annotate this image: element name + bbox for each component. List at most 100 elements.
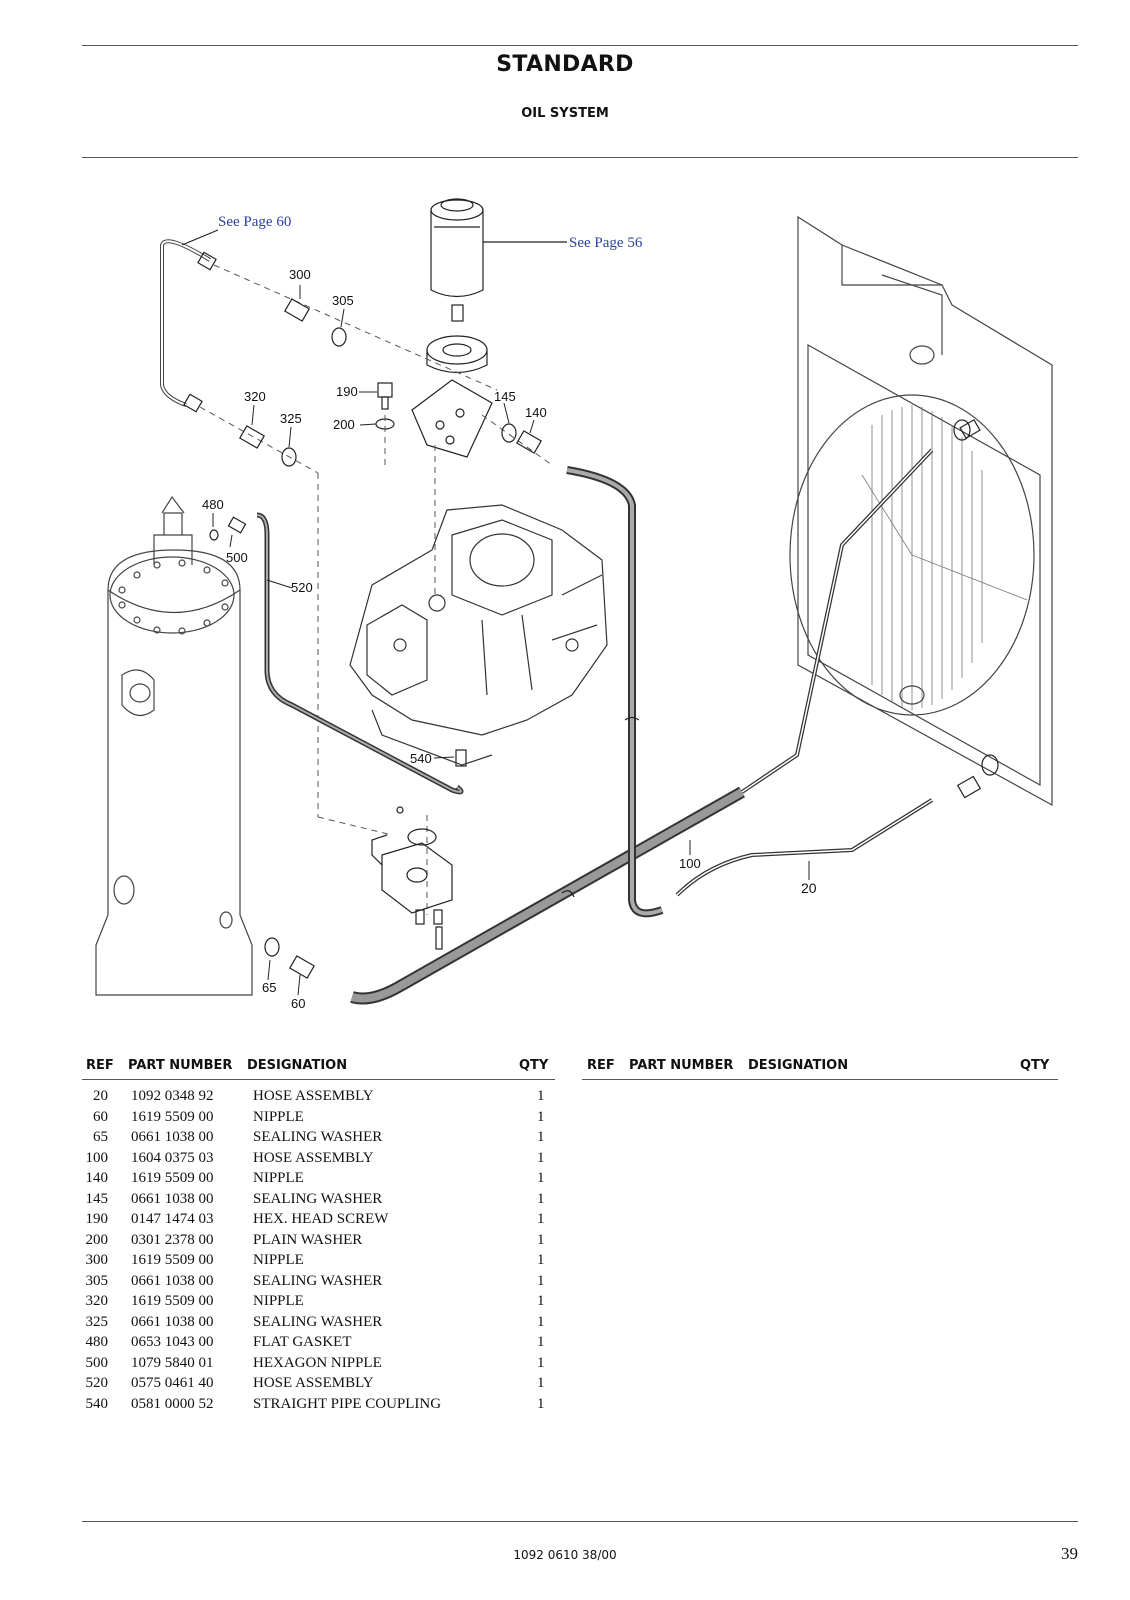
part-number-cell: 0653 1043 00 bbox=[131, 1334, 214, 1350]
designation-cell: HEX. HEAD SCREW bbox=[253, 1211, 389, 1227]
ref-cell: 200 bbox=[85, 1231, 109, 1248]
designation-cell: HEXAGON NIPPLE bbox=[253, 1354, 382, 1371]
part-number-cell: 0147 1474 03 bbox=[131, 1211, 214, 1227]
part-number-cell: 0661 1038 00 bbox=[131, 1272, 214, 1289]
callout-325: 325 bbox=[280, 411, 302, 426]
ref-cell: 140 bbox=[85, 1170, 109, 1186]
part-number-cell: 1619 5509 00 bbox=[131, 1108, 214, 1125]
qty-cell: 1 bbox=[537, 1252, 545, 1268]
thermostatic-valve-block bbox=[371, 806, 453, 950]
callout-labels: 300 305 320 325 190 200 145 140 480 500 … bbox=[202, 214, 817, 1011]
col-header-ref: REF bbox=[86, 1058, 114, 1073]
callout-65: 65 bbox=[262, 980, 276, 995]
qty-cell: 1 bbox=[537, 1088, 545, 1104]
part-number-cell: 0301 2378 00 bbox=[131, 1231, 214, 1248]
ref-cell: 325 bbox=[85, 1313, 109, 1330]
page-title: STANDARD bbox=[496, 52, 634, 77]
qty-cell: 1 bbox=[537, 1334, 545, 1350]
part-number-cell: 1604 0375 03 bbox=[131, 1149, 214, 1166]
top-rule bbox=[82, 45, 1078, 46]
page-subtitle: OIL SYSTEM bbox=[521, 106, 609, 121]
ref-cell: 305 bbox=[85, 1272, 109, 1289]
designation-cell: SEALING WASHER bbox=[253, 1190, 383, 1207]
part-number-cell: 1619 5509 00 bbox=[131, 1293, 214, 1309]
see-page-60-link[interactable]: See Page 60 bbox=[218, 214, 291, 230]
oil-cooler bbox=[789, 215, 1053, 807]
ref-cell: 540 bbox=[85, 1395, 109, 1412]
designation-cell: NIPPLE bbox=[253, 1170, 304, 1186]
ref-cell: 145 bbox=[85, 1190, 109, 1207]
ref-cell: 480 bbox=[85, 1334, 109, 1350]
designation-cell: HOSE ASSEMBLY bbox=[253, 1375, 374, 1391]
callout-20: 20 bbox=[801, 880, 817, 896]
qty-cell: 1 bbox=[537, 1313, 545, 1330]
pipe-to-page-60 bbox=[160, 239, 217, 413]
callout-480: 480 bbox=[202, 497, 224, 512]
part-number-cell: 0661 1038 00 bbox=[131, 1190, 214, 1207]
designation-cell: HOSE ASSEMBLY bbox=[253, 1088, 374, 1104]
callout-100: 100 bbox=[679, 856, 701, 871]
qty-cell: 1 bbox=[537, 1272, 545, 1289]
callout-leaders bbox=[212, 285, 810, 996]
col-header-qty-right: QTY bbox=[1020, 1058, 1050, 1073]
callout-300: 300 bbox=[289, 267, 311, 282]
table-header-rule-right bbox=[582, 1079, 1058, 1080]
pipe-to-cooler bbox=[740, 448, 934, 794]
assembly-lines bbox=[199, 264, 553, 915]
col-header-designation-right: DESIGNATION bbox=[748, 1058, 849, 1073]
oil-filter bbox=[426, 198, 488, 374]
break-marks bbox=[561, 716, 640, 898]
designation-cell: NIPPLE bbox=[253, 1252, 304, 1268]
qty-cell: 1 bbox=[537, 1375, 545, 1391]
col-header-ref-right: REF bbox=[587, 1058, 615, 1073]
designation-cell: SEALING WASHER bbox=[253, 1313, 383, 1330]
part-number-cell: 0661 1038 00 bbox=[131, 1129, 214, 1145]
designation-cell: SEALING WASHER bbox=[253, 1129, 383, 1145]
page-number: 39 bbox=[1061, 1544, 1078, 1563]
ref-cell: 190 bbox=[85, 1211, 109, 1227]
part-number-cell: 0581 0000 52 bbox=[131, 1395, 214, 1412]
see-page-56-link[interactable]: See Page 56 bbox=[569, 235, 643, 251]
designation-cell: NIPPLE bbox=[253, 1293, 304, 1309]
ref-cell: 60 bbox=[93, 1108, 108, 1125]
leader-see-page-60 bbox=[181, 229, 219, 246]
qty-cell: 1 bbox=[537, 1231, 545, 1248]
ref-cell: 520 bbox=[85, 1375, 109, 1391]
part-number-cell: 1619 5509 00 bbox=[131, 1170, 214, 1186]
ref-cell: 20 bbox=[93, 1088, 108, 1104]
qty-cell: 1 bbox=[537, 1190, 545, 1207]
qty-cell: 1 bbox=[537, 1129, 545, 1145]
footer-rule bbox=[82, 1521, 1078, 1522]
table-header-rule-left bbox=[82, 1079, 555, 1080]
callout-500: 500 bbox=[226, 550, 248, 565]
fittings bbox=[209, 298, 999, 979]
callout-190: 190 bbox=[336, 384, 358, 399]
document-code: 1092 0610 38/00 bbox=[513, 1548, 617, 1562]
part-number-cell: 1092 0348 92 bbox=[131, 1088, 214, 1104]
qty-cell: 1 bbox=[537, 1395, 545, 1412]
compressor-element bbox=[349, 504, 608, 766]
ref-cell: 100 bbox=[85, 1149, 109, 1166]
col-header-qty: QTY bbox=[519, 1058, 549, 1073]
ref-cell: 320 bbox=[85, 1293, 109, 1309]
callout-540: 540 bbox=[410, 751, 432, 766]
oil-system-exploded-diagram: 300 305 320 325 190 200 145 140 480 500 … bbox=[95, 198, 1053, 1011]
oil-separator-vessel bbox=[95, 495, 253, 996]
part-number-cell: 0575 0461 40 bbox=[131, 1375, 214, 1391]
callout-60: 60 bbox=[291, 996, 305, 1011]
designation-cell: FLAT GASKET bbox=[253, 1334, 352, 1350]
col-header-designation: DESIGNATION bbox=[247, 1058, 348, 1073]
designation-cell: STRAIGHT PIPE COUPLING bbox=[253, 1395, 442, 1412]
callout-200: 200 bbox=[333, 417, 355, 432]
designation-cell: NIPPLE bbox=[253, 1108, 304, 1125]
header-bottom-rule bbox=[82, 157, 1078, 158]
designation-cell: PLAIN WASHER bbox=[253, 1231, 363, 1248]
mounting-bracket bbox=[375, 379, 493, 458]
col-header-part-number: PART NUMBER bbox=[128, 1058, 233, 1073]
ref-cell: 65 bbox=[93, 1129, 108, 1145]
callout-140: 140 bbox=[525, 405, 547, 420]
qty-cell: 1 bbox=[537, 1293, 545, 1309]
qty-cell: 1 bbox=[537, 1149, 545, 1166]
qty-cell: 1 bbox=[537, 1354, 545, 1371]
part-number-cell: 1079 5840 01 bbox=[131, 1354, 214, 1371]
